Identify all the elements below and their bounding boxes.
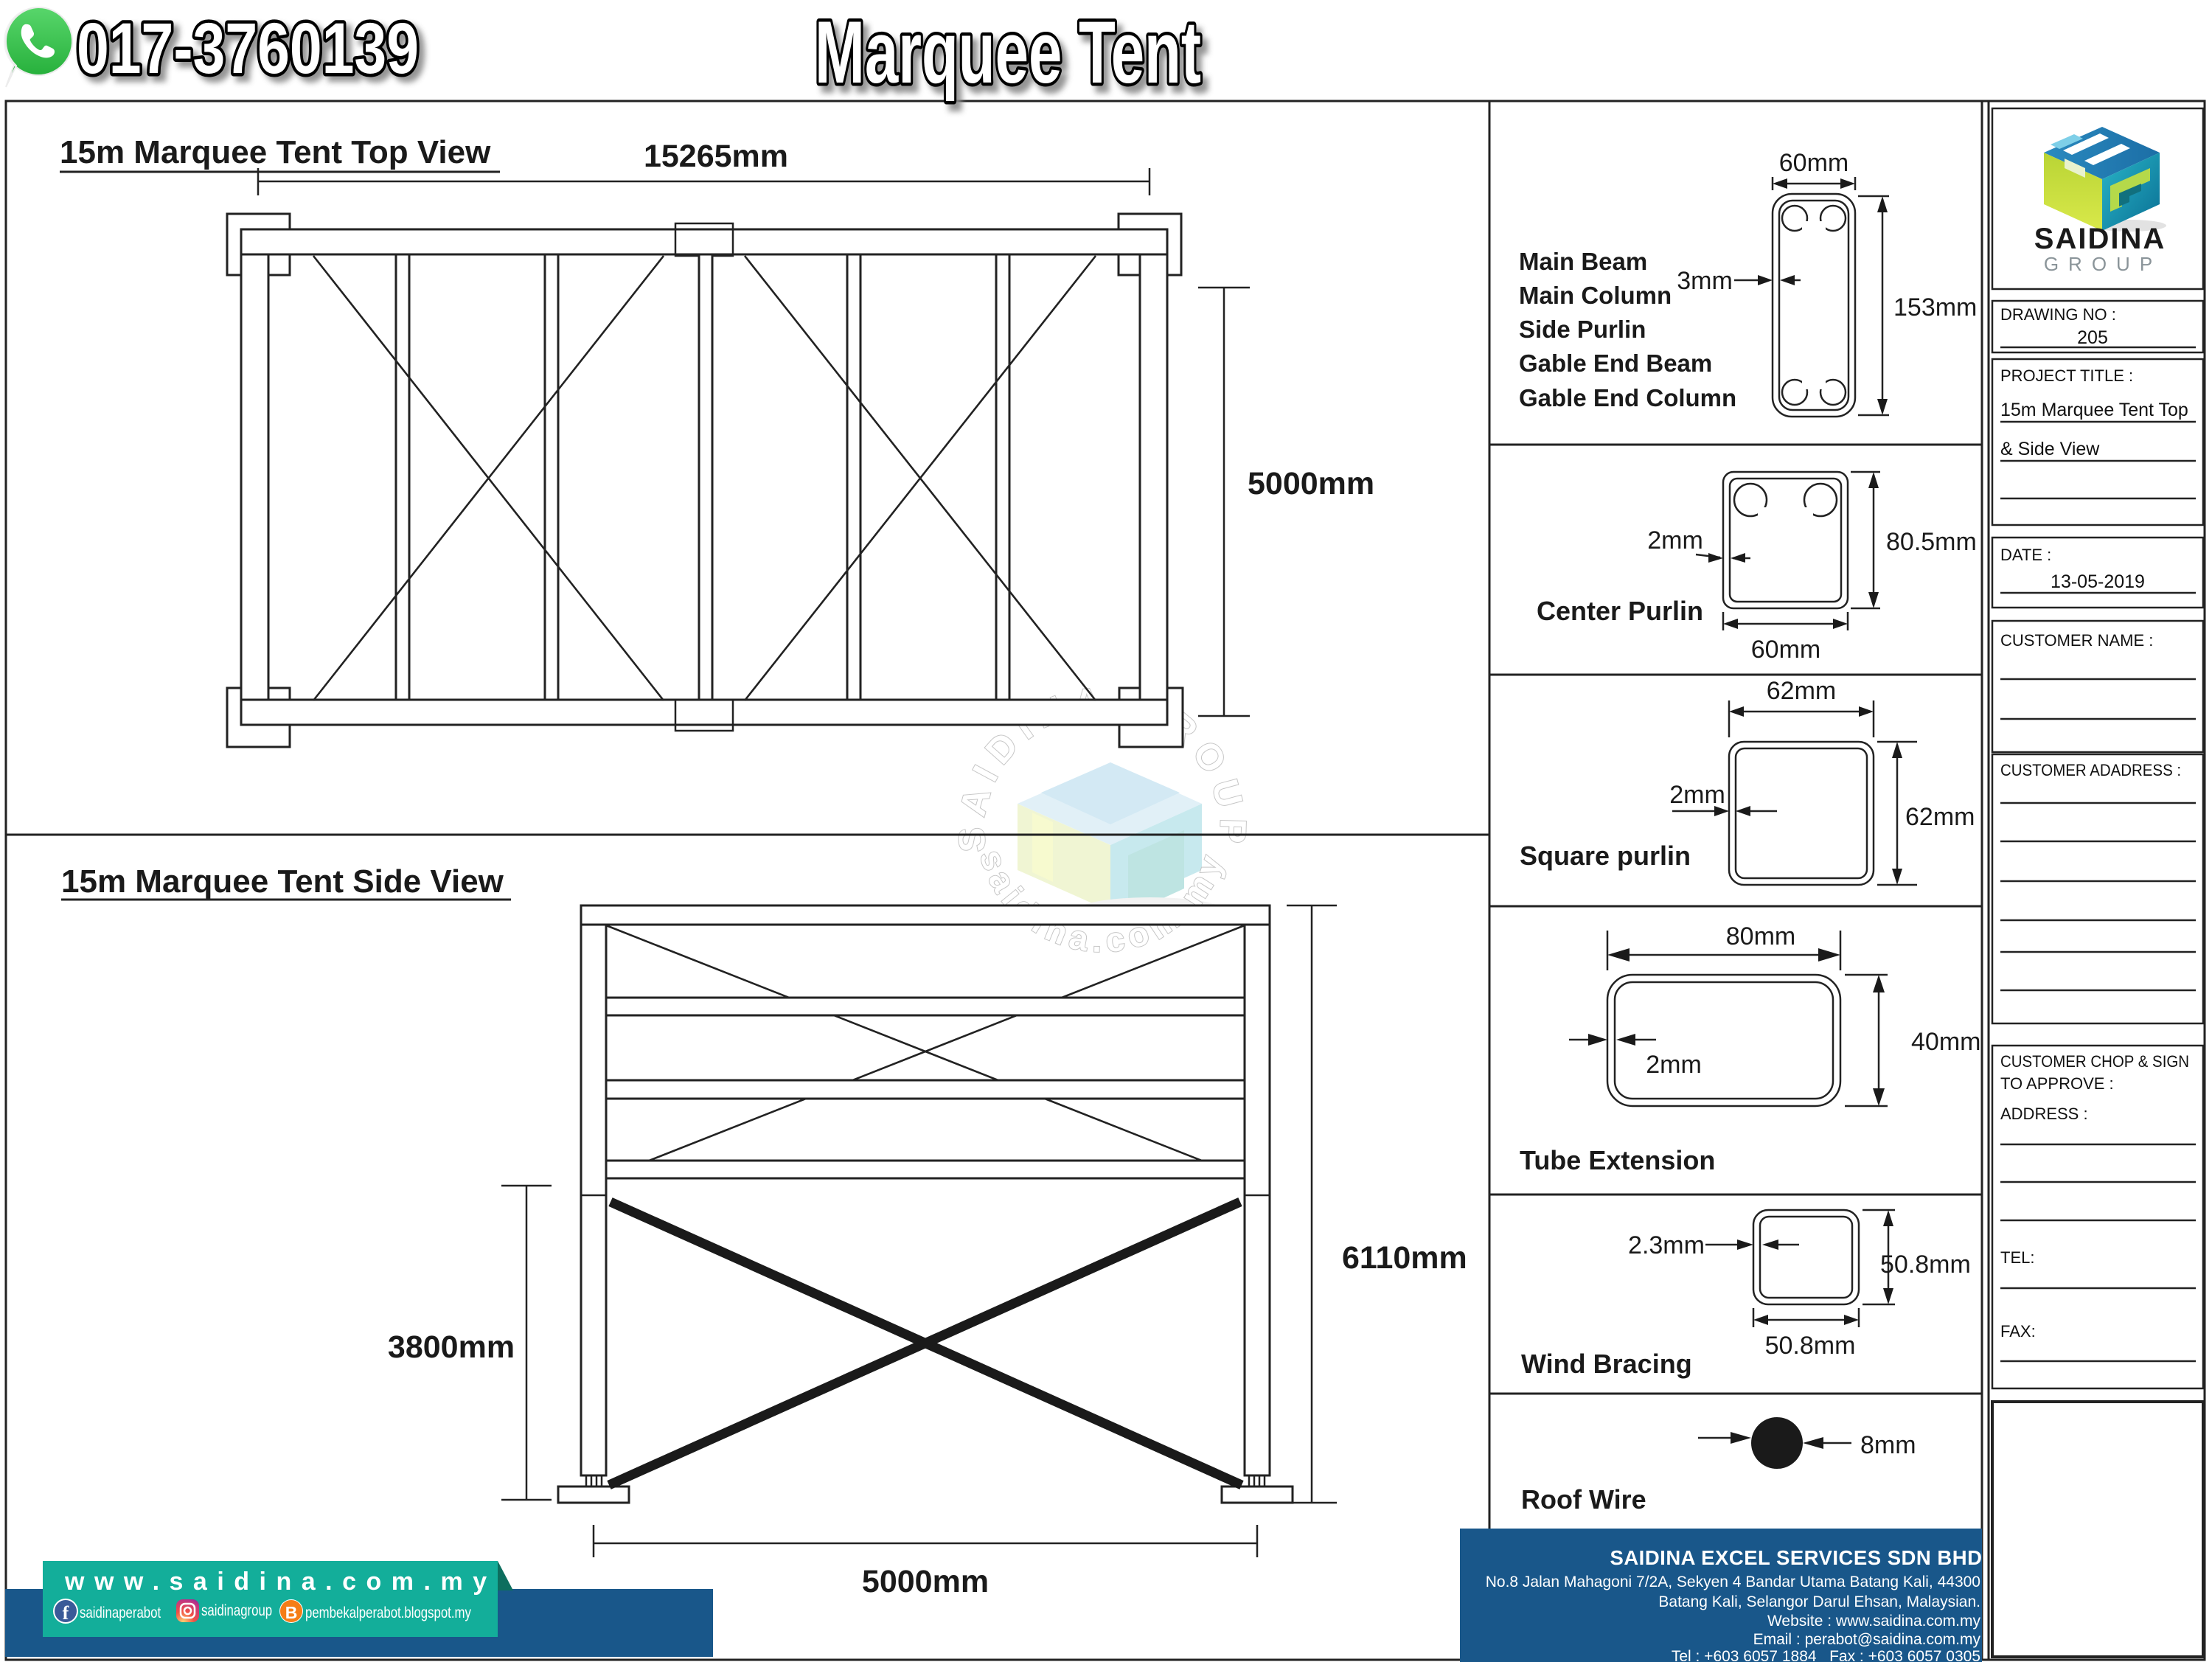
svg-text:FAX:: FAX:: [2000, 1322, 2036, 1341]
svg-text:017-3760139: 017-3760139: [82, 13, 424, 94]
svg-text:6110mm: 6110mm: [1342, 1240, 1467, 1276]
svg-text:CUSTOMER ADADRESS :: CUSTOMER ADADRESS :: [2000, 761, 2181, 779]
svg-text:8mm: 8mm: [1860, 1431, 1916, 1459]
svg-text:Main Column: Main Column: [1519, 282, 1672, 309]
svg-text:60mm: 60mm: [1751, 636, 1820, 664]
svg-text:13-05-2019: 13-05-2019: [2051, 571, 2145, 592]
svg-text:TO APPROVE :: TO APPROVE :: [2000, 1074, 2114, 1093]
svg-text:5000mm: 5000mm: [862, 1564, 989, 1599]
svg-text:GROUP: GROUP: [2044, 253, 2162, 275]
svg-text:Roof Wire: Roof Wire: [1521, 1484, 1646, 1515]
svg-text:205: 205: [2077, 327, 2108, 348]
svg-text:80.5mm: 80.5mm: [1886, 528, 1977, 556]
svg-text:2mm: 2mm: [1669, 781, 1725, 809]
svg-text:15m Marquee Tent Top View: 15m Marquee Tent Top View: [60, 134, 491, 170]
svg-text:& Side View: & Side View: [2000, 439, 2100, 459]
svg-text:3800mm: 3800mm: [388, 1329, 515, 1365]
svg-text:Side Purlin: Side Purlin: [1519, 316, 1646, 343]
svg-text:PROJECT TITLE :: PROJECT TITLE :: [2000, 366, 2133, 385]
svg-text:No.8 Jalan Mahagoni 7/2A, Seky: No.8 Jalan Mahagoni 7/2A, Sekyen 4 Banda…: [1486, 1574, 1980, 1590]
svg-text:40mm: 40mm: [1911, 1028, 1980, 1056]
svg-text:saidinaperabot: saidinaperabot: [80, 1604, 161, 1621]
svg-text:Website : www.saidina.com.my: Website : www.saidina.com.my: [1767, 1613, 1981, 1630]
svg-text:50.8mm: 50.8mm: [1765, 1332, 1856, 1360]
svg-text:153mm: 153mm: [1893, 293, 1977, 321]
svg-text:Main Beam: Main Beam: [1519, 248, 1647, 275]
svg-text:62mm: 62mm: [1905, 803, 1975, 831]
svg-text:DRAWING NO :: DRAWING NO :: [2000, 305, 2116, 324]
svg-text:CUSTOMER NAME :: CUSTOMER NAME :: [2000, 631, 2153, 650]
svg-text:2.3mm: 2.3mm: [1628, 1231, 1705, 1259]
svg-text:f: f: [63, 1602, 69, 1624]
svg-text:Marquee Tent: Marquee Tent: [815, 3, 1201, 102]
svg-text:SAIDINA EXCEL SERVICES SDN BHD: SAIDINA EXCEL SERVICES SDN BHD: [1610, 1546, 1982, 1569]
svg-text:Gable End Column: Gable End Column: [1519, 384, 1736, 411]
svg-text:Center Purlin: Center Purlin: [1537, 596, 1703, 626]
svg-text:50.8mm: 50.8mm: [1880, 1251, 1971, 1279]
svg-text:017-3760139: 017-3760139: [77, 8, 419, 88]
svg-text:CUSTOMER CHOP & SIGN: CUSTOMER CHOP & SIGN: [2000, 1052, 2189, 1071]
svg-text:5000mm: 5000mm: [1248, 466, 1374, 501]
svg-text:TEL:: TEL:: [2000, 1248, 2034, 1267]
svg-text:saidinagroup: saidinagroup: [201, 1602, 272, 1619]
svg-text:2mm: 2mm: [1647, 526, 1703, 554]
svg-text:15m Marquee Tent Top: 15m Marquee Tent Top: [2000, 400, 2188, 420]
svg-text:Tel : +603 6057 1884 Fax : +: Tel : +603 6057 1884 Fax : +603 6057 030…: [1672, 1648, 1980, 1662]
svg-text:Square purlin: Square purlin: [1520, 841, 1691, 871]
svg-text:pembekalperabot.blogspot.my: pembekalperabot.blogspot.my: [305, 1604, 471, 1621]
svg-text:80mm: 80mm: [1726, 922, 1795, 950]
svg-text:ADDRESS :: ADDRESS :: [2000, 1105, 2088, 1123]
svg-text:3mm: 3mm: [1677, 267, 1733, 295]
svg-text:Marquee Tent: Marquee Tent: [820, 10, 1206, 108]
svg-text:2mm: 2mm: [1646, 1051, 1702, 1079]
svg-text:Batang Kali, Selangor Darul Eh: Batang Kali, Selangor Darul Ehsan, Malay…: [1658, 1593, 1980, 1610]
svg-text:B: B: [285, 1603, 298, 1622]
svg-text:SAIDINA: SAIDINA: [2034, 223, 2166, 255]
svg-text:60mm: 60mm: [1779, 149, 1848, 177]
svg-text:Gable End Beam: Gable End Beam: [1519, 350, 1712, 377]
svg-text:Tube Extension: Tube Extension: [1520, 1145, 1715, 1175]
svg-text:62mm: 62mm: [1767, 677, 1836, 705]
svg-text:www.saidina.com.my: www.saidina.com.my: [64, 1568, 497, 1596]
svg-text:DATE :: DATE :: [2000, 546, 2051, 564]
svg-text:Wind Bracing: Wind Bracing: [1521, 1349, 1692, 1379]
svg-text:Email : perabot@saidina.com.my: Email : perabot@saidina.com.my: [1753, 1631, 1981, 1648]
svg-text:15265mm: 15265mm: [644, 139, 788, 174]
svg-text:15m Marquee Tent Side View: 15m Marquee Tent Side View: [61, 863, 504, 900]
